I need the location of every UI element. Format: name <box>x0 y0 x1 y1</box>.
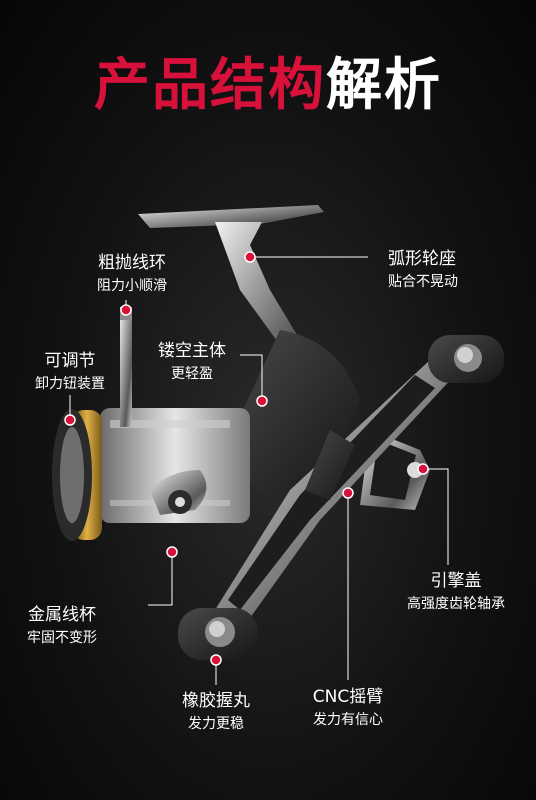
label-cnc-arm: CNC摇臂 发力有信心 <box>298 686 398 730</box>
dot-hollow-body <box>256 395 268 407</box>
dot-arc-seat <box>244 251 256 263</box>
reel-knob-top <box>428 335 504 383</box>
title-red: 产品结构 <box>94 53 326 118</box>
label-cnc-arm-desc: 发力有信心 <box>313 712 383 728</box>
label-rubber-knob: 橡胶握丸 发力更稳 <box>166 690 266 734</box>
label-metal-spool-title: 金属线杯 <box>28 605 96 625</box>
label-cnc-arm-title: CNC摇臂 <box>312 687 384 707</box>
label-engine-cover-title: 引擎盖 <box>430 571 482 591</box>
marker-dots <box>64 251 429 666</box>
label-engine-cover: 引擎盖 高强度齿轮轴承 <box>386 570 526 614</box>
label-rubber-knob-desc: 发力更稳 <box>188 716 244 732</box>
dot-metal-spool <box>166 546 178 558</box>
label-arc-seat: 弧形轮座 贴合不晃动 <box>388 248 458 292</box>
label-hollow-body-title: 镂空主体 <box>158 341 226 361</box>
label-line-roller: 粗抛线环 阻力小顺滑 <box>84 252 180 296</box>
reel-spool <box>52 408 250 541</box>
title-white: 解析 <box>326 53 442 118</box>
reel-crank-arm <box>215 360 455 625</box>
page-title: 产品结构解析 <box>0 50 536 122</box>
leader-engine-cover <box>423 468 449 565</box>
dot-engine-cover <box>417 463 429 475</box>
leader-hollow-body <box>240 354 263 400</box>
dot-line-roller <box>120 304 132 316</box>
dot-rubber-knob <box>210 654 222 666</box>
label-drag-knob: 可调节 卸力钮装置 <box>22 350 118 394</box>
label-line-roller-desc: 阻力小顺滑 <box>97 278 167 294</box>
label-metal-spool: 金属线杯 牢固不变形 <box>14 604 110 648</box>
label-hollow-body: 镂空主体 更轻盈 <box>146 340 238 384</box>
leader-metal-spool <box>148 553 173 606</box>
label-hollow-body-desc: 更轻盈 <box>171 366 213 382</box>
label-arc-seat-desc: 贴合不晃动 <box>388 274 458 290</box>
label-arc-seat-title: 弧形轮座 <box>388 249 456 269</box>
reel-knob-bottom <box>178 608 258 660</box>
label-rubber-knob-title: 橡胶握丸 <box>182 691 250 711</box>
label-line-roller-title: 粗抛线环 <box>98 253 166 273</box>
dot-cnc-arm <box>342 487 354 499</box>
leader-lines <box>69 256 449 685</box>
dot-drag-knob <box>64 414 76 426</box>
label-metal-spool-desc: 牢固不变形 <box>27 630 97 646</box>
label-engine-cover-desc: 高强度齿轮轴承 <box>407 596 505 612</box>
label-drag-knob-title: 可调节 <box>44 351 96 371</box>
reel-bail <box>120 307 207 515</box>
label-drag-knob-desc: 卸力钮装置 <box>35 376 105 392</box>
